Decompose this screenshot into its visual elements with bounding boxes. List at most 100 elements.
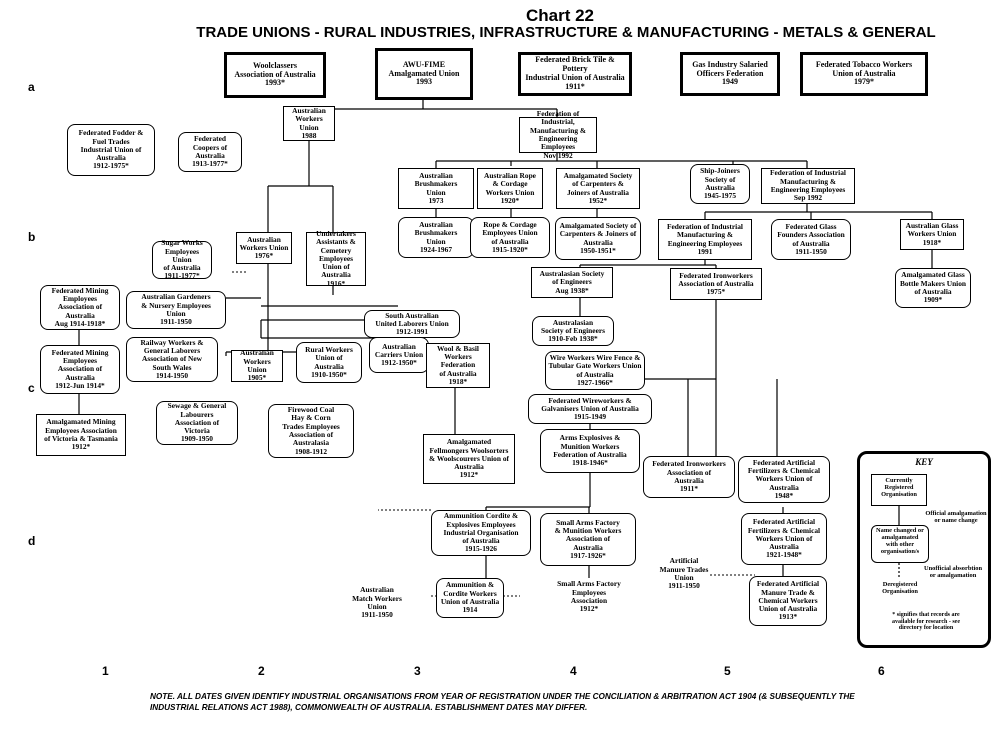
- link-arms-chain: [485, 473, 591, 513]
- org-node-eng-society-1938: Australasian Society of Engineers Aug 19…: [531, 267, 613, 298]
- org-node-glass-founders: Federated Glass Founders Association of …: [771, 219, 851, 260]
- org-node-label: Federation of Industrial Manufacturing &…: [770, 168, 846, 203]
- row-label-d: d: [28, 534, 36, 548]
- link-awu-1988-down: [267, 141, 334, 232]
- chart-title: Chart 22: [525, 6, 595, 25]
- org-node-label: Federated Artificial Fertilizers & Chemi…: [747, 457, 821, 500]
- link-fime-1991: [579, 260, 717, 268]
- org-node-label: Ammunition Cordite & Explosives Employee…: [443, 511, 519, 554]
- org-node-fodder: Federated Fodder & Fuel Trades Industria…: [67, 124, 155, 176]
- org-node-label: Wire Workers Wire Fence & Tubular Gate W…: [548, 352, 642, 387]
- col-label-4: 4: [570, 664, 577, 678]
- col-label-3: 3: [414, 664, 421, 678]
- org-node-undertakers: Undertakers Assistants & Cemetery Employ…: [306, 229, 366, 288]
- org-node-carpenters-old: Amalgamated Society of Carpenters & Join…: [555, 217, 641, 260]
- org-node-mining-1914: Federated Mining Employees Association o…: [40, 285, 120, 330]
- org-node-label: Firewood Coal Hay & Corn Trades Employee…: [282, 405, 340, 456]
- org-node-label: Sugar Works Employees Union of Australia…: [161, 238, 203, 281]
- org-node-label: Australian Match Workers Union 1911-1950: [352, 585, 402, 620]
- key-changed-box: [871, 525, 929, 563]
- org-node-label: Federated Wireworkers & Galvanisers Unio…: [541, 395, 639, 422]
- org-node-label: Rope & Cordage Employees Union of Austra…: [482, 219, 538, 254]
- col-label-2: 2: [258, 664, 265, 678]
- org-node-carpenters-1952: Amalgamated Society of Carpenters & Join…: [556, 168, 640, 209]
- org-node-label: Federated Artificial Fertilizers & Chemi…: [747, 517, 821, 560]
- org-node-label: Federated Mining Employees Association o…: [51, 347, 109, 390]
- col-label-5: 5: [724, 664, 731, 678]
- org-node-ironworkers-1975: Federated Ironworkers Association of Aus…: [670, 268, 762, 300]
- org-node-label: Undertakers Assistants & Cemetery Employ…: [316, 229, 356, 288]
- org-node-label: Small Arms Factory & Munition Workers As…: [554, 517, 622, 560]
- org-node-label: Federated Glass Founders Association of …: [777, 221, 845, 256]
- link-fime-down: [435, 153, 808, 168]
- key-lines: [898, 506, 900, 579]
- org-node-label: Australian Brushmakers Union 1924-1967: [414, 219, 458, 254]
- org-node-railway: Railway Workers & General Laborers Assoc…: [126, 337, 218, 382]
- org-node-manure-1913: Federated Artificial Manure Trade & Chem…: [749, 576, 827, 626]
- org-node-sa-laborers: South Australian United Laborers Union 1…: [364, 310, 460, 338]
- org-node-wireworkers-galv: Federated Wireworkers & Galvanisers Unio…: [528, 394, 652, 424]
- org-node-label: Federated Tobacco Workers Union of Austr…: [815, 59, 913, 87]
- org-node-label: Amalgamated Mining Employees Association…: [44, 417, 118, 452]
- org-node-mining-1912: Federated Mining Employees Association o…: [40, 345, 120, 394]
- org-node-firewood: Firewood Coal Hay & Corn Trades Employee…: [268, 404, 354, 458]
- org-node-rope-1920: Australian Rope & Cordage Workers Union …: [477, 168, 543, 209]
- org-node-label: Sewage & General Labourers Association o…: [167, 401, 227, 444]
- org-node-brick-tile: Federated Brick Tile & Pottery Industria…: [518, 52, 632, 96]
- org-node-rural-workers: Rural Workers Union of Australia 1910-19…: [296, 342, 362, 383]
- link-fime-sep: [704, 204, 933, 219]
- org-node-label: Arms Explosives & Munition Workers Feder…: [553, 433, 627, 468]
- legend-key: KEY Currently Registered Organisation Of…: [857, 451, 991, 648]
- org-node-label: Federated Coopers of Australia 1913-1977…: [192, 134, 228, 169]
- org-node-label: Amalgamated Fellmongers Woolsorters & Wo…: [428, 437, 509, 480]
- org-node-woolclassers: Woolclassers Association of Australia 19…: [224, 52, 326, 98]
- key-dereg-label: Deregistered Organisation: [882, 581, 918, 596]
- org-node-label: Federated Mining Employees Association o…: [51, 285, 109, 328]
- row-label-a: a: [28, 80, 35, 94]
- org-node-awu-1905: Australian Workers Union 1905*: [231, 349, 283, 382]
- org-node-label: Woolclassers Association of Australia 19…: [234, 60, 316, 88]
- org-node-label: Federated Artificial Manure Trade & Chem…: [756, 579, 820, 622]
- org-node-awu-fime: AWU-FIME Amalgamated Union 1993: [375, 48, 473, 100]
- org-node-label: Australian Brushmakers Union 1973: [414, 170, 458, 205]
- org-node-amalg-mining: Amalgamated Mining Employees Association…: [36, 414, 126, 456]
- org-node-tobacco: Federated Tobacco Workers Union of Austr…: [800, 52, 928, 96]
- org-node-awu-1976: Australian Workers Union 1976*: [236, 232, 292, 264]
- org-node-eng-society-old: Australasian Society of Engineers 1910-F…: [532, 316, 614, 346]
- org-node-label: Amalgamated Society of Carpenters & Join…: [559, 220, 637, 255]
- org-node-gardeners: Australian Gardeners & Nursery Employees…: [126, 291, 226, 329]
- org-node-label: South Australian United Laborers Union 1…: [375, 310, 449, 337]
- org-node-label: Australasian Society of Engineers Aug 19…: [539, 269, 605, 295]
- org-node-small-arms-1917: Small Arms Factory & Munition Workers As…: [540, 513, 636, 566]
- org-node-wire-workers: Wire Workers Wire Fence & Tubular Gate W…: [545, 351, 645, 390]
- org-node-glass-bottle: Amalgamated Glass Bottle Makers Union of…: [895, 268, 971, 308]
- org-node-wool-basil: Wool & Basil Workers Federation of Austr…: [426, 343, 490, 388]
- col-label-1: 1: [102, 664, 109, 678]
- org-node-small-arms-1912: Small Arms Factory Employees Association…: [541, 578, 637, 616]
- org-node-awu-1988: Australian Workers Union 1988: [283, 106, 335, 141]
- org-node-sugar: Sugar Works Employees Union of Australia…: [152, 238, 212, 281]
- chart-subtitle: TRADE UNIONS - RURAL INDUSTRIES, INFRAST…: [196, 24, 936, 41]
- org-node-coopers: Federated Coopers of Australia 1913-1977…: [178, 132, 242, 172]
- org-node-label: Rural Workers Union of Australia 1910-19…: [305, 344, 353, 379]
- key-unofficial-label: Unofficial absorbtion or amalgamation: [923, 565, 983, 580]
- org-node-arms-explosives: Arms Explosives & Munition Workers Feder…: [540, 429, 640, 473]
- key-title: KEY: [915, 457, 933, 467]
- org-node-label: Federation of Industrial, Manufacturing …: [529, 109, 587, 160]
- org-node-label: Australian Workers Union 1976*: [239, 234, 289, 261]
- org-node-ammunition-1914: Ammunition & Cordite Workers Union of Au…: [436, 578, 504, 618]
- org-node-label: AWU-FIME Amalgamated Union 1993: [388, 59, 460, 87]
- org-node-label: Federation of Industrial Manufacturing &…: [667, 221, 743, 256]
- org-node-brushmakers-old: Australian Brushmakers Union 1924-1967: [398, 217, 474, 258]
- org-node-label: Federated Ironworkers Association of Aus…: [678, 270, 754, 297]
- org-node-sewage: Sewage & General Labourers Association o…: [156, 401, 238, 445]
- org-node-rope-old: Rope & Cordage Employees Union of Austra…: [470, 217, 550, 258]
- col-label-6: 6: [878, 664, 885, 678]
- row-label-b: b: [28, 230, 36, 244]
- org-node-ironworkers-1911: Federated Ironworkers Association of Aus…: [643, 456, 735, 498]
- org-node-label: Amalgamated Society of Carpenters & Join…: [563, 170, 633, 205]
- link-awu-fime-top: [308, 100, 558, 117]
- org-node-label: Federated Brick Tile & Pottery Industria…: [525, 55, 625, 91]
- org-node-manure-1911: Artificial Manure Trades Union 1911-1950: [652, 555, 716, 593]
